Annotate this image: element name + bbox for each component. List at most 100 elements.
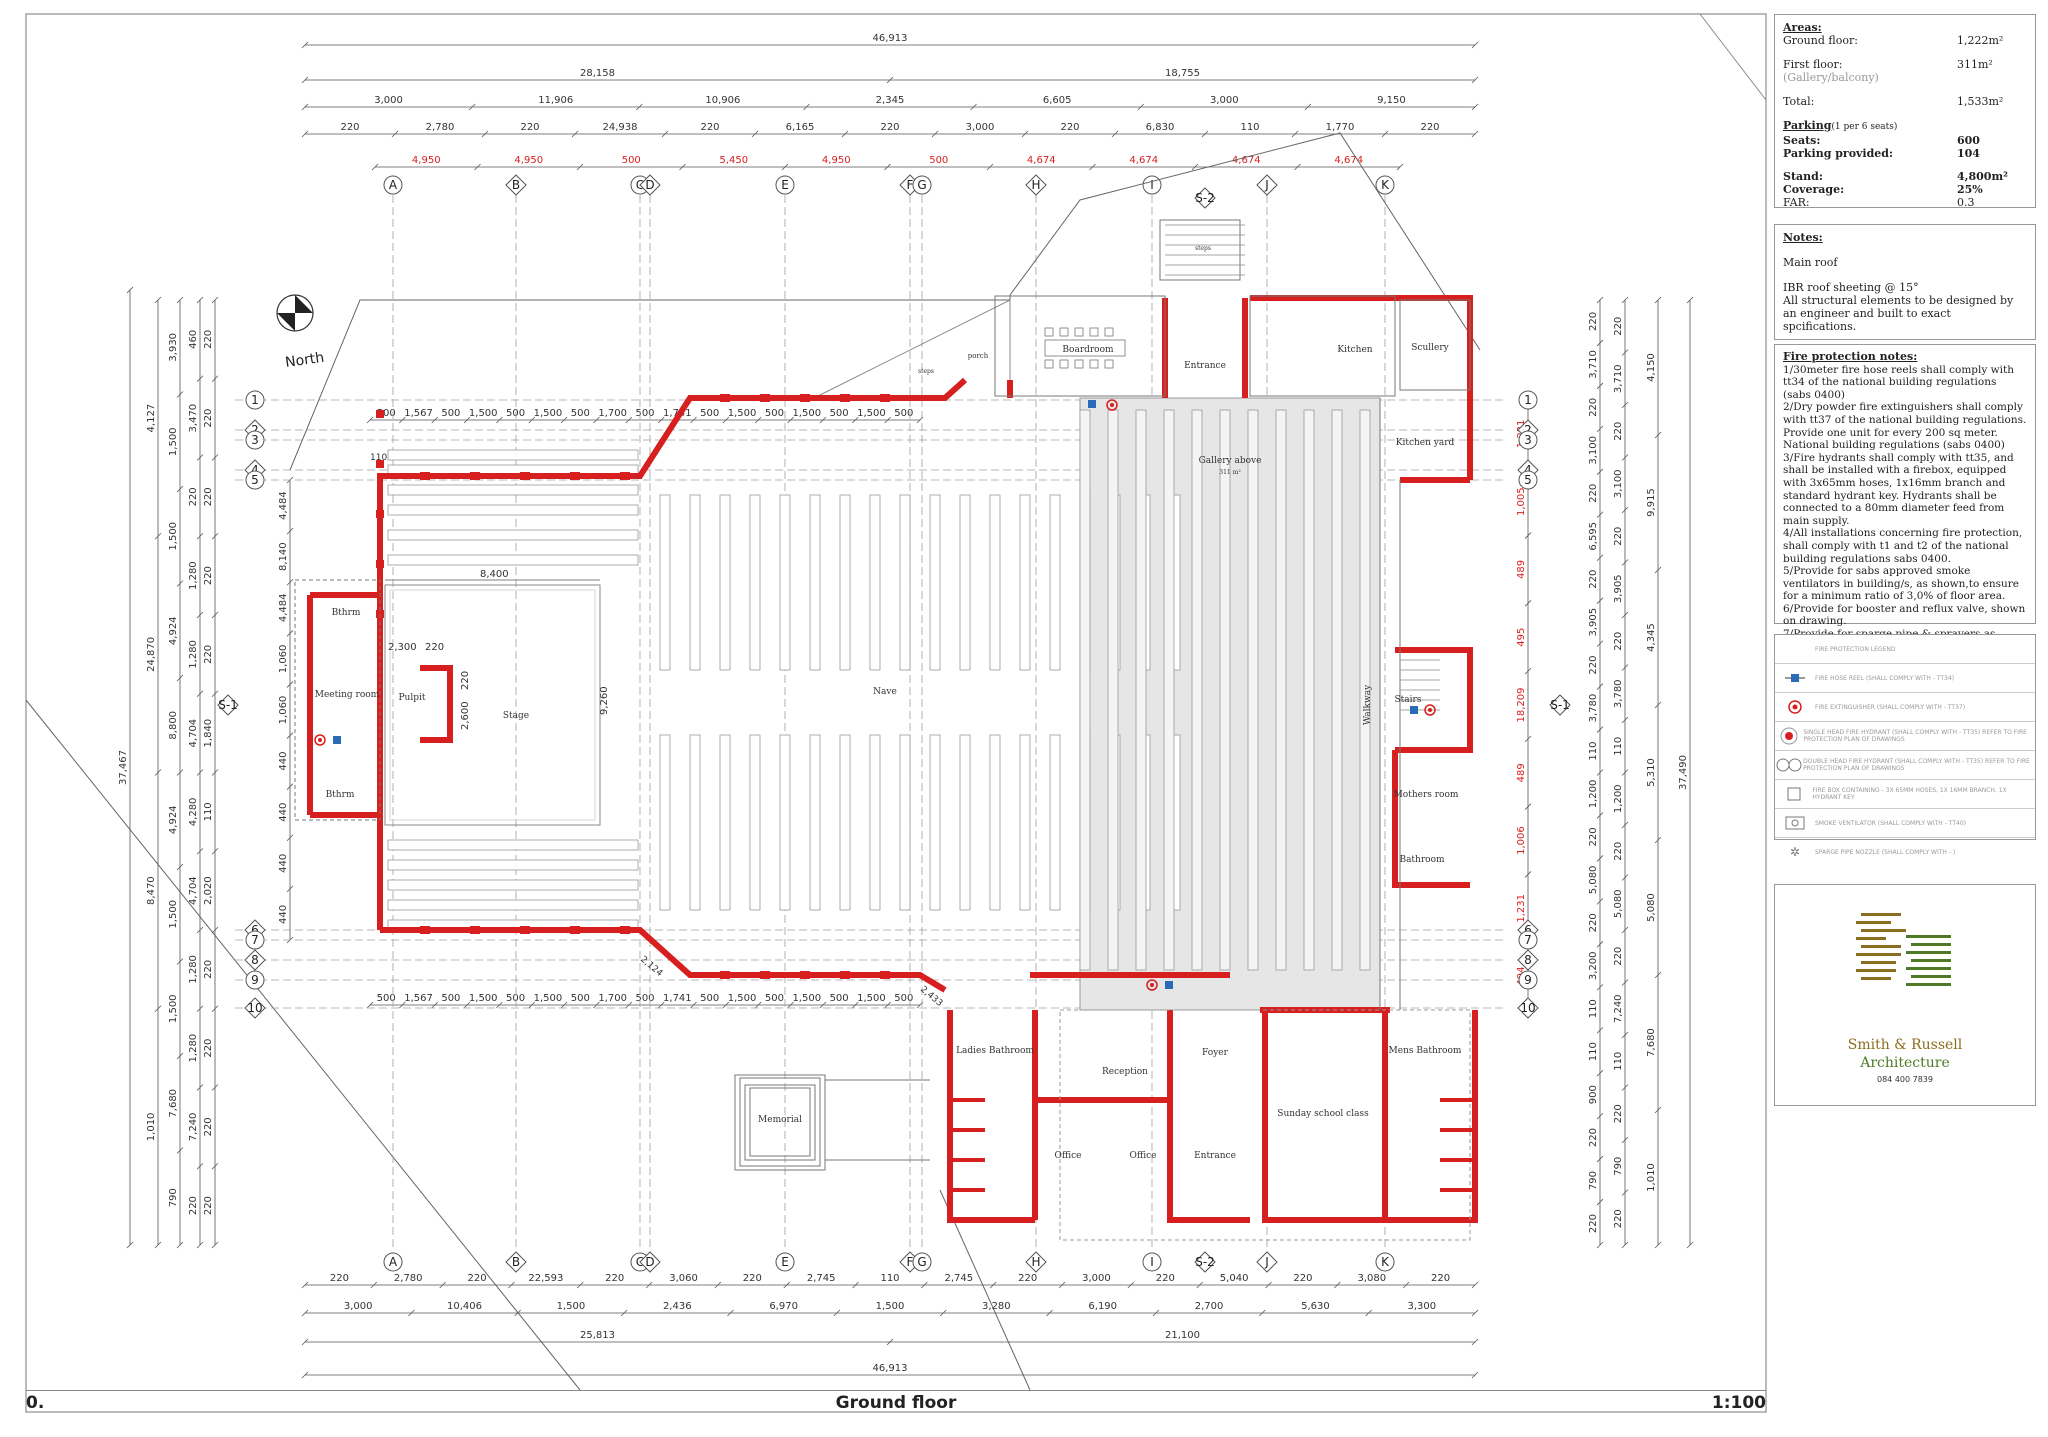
- pew: [1019, 494, 1031, 671]
- dimension-label: 220: [1588, 312, 1599, 331]
- pew: [779, 734, 791, 911]
- dimension-tick: [126, 286, 134, 294]
- dimension-label: 500: [506, 408, 525, 419]
- grid-bubble: S-1: [1549, 694, 1571, 716]
- dimension-label: 220: [340, 122, 359, 133]
- grid-label: 2: [1524, 423, 1532, 437]
- dimension-label: 1,231: [1516, 894, 1527, 923]
- stand-value: 4,800m²: [1957, 170, 2008, 183]
- dimension-tick: [833, 1309, 841, 1317]
- sparge-nozzle-icon: ✲: [1789, 845, 1801, 859]
- dimension-label: 6,190: [1088, 1301, 1117, 1312]
- dimension-label: 220: [203, 1117, 214, 1136]
- dimension-tick: [727, 1309, 734, 1317]
- dimension-tick: [1621, 454, 1629, 461]
- far-value: 0.3: [1957, 196, 1975, 209]
- dimension-tick: [1365, 1309, 1372, 1317]
- dimension-tick: [431, 1001, 438, 1009]
- dimension-tick: [1621, 1241, 1629, 1249]
- dimension-label: 1,060: [278, 696, 289, 725]
- hose-reel-icon: [1088, 400, 1096, 408]
- dimension-tick: [286, 885, 294, 893]
- dimension-label: 1,500: [534, 408, 563, 419]
- dimension-tick: [1621, 1189, 1629, 1196]
- dim-110: 110: [370, 453, 387, 463]
- room-label-office-1: Office: [1054, 1151, 1081, 1161]
- dimension-label: 7,240: [1613, 994, 1624, 1023]
- dimension-tick: [560, 416, 568, 424]
- dimension-tick: [661, 130, 669, 138]
- dimension-label: 220: [1431, 1273, 1450, 1284]
- notes-heading: Notes:: [1783, 231, 1823, 244]
- room-label-steps-porch: steps: [918, 368, 934, 375]
- dimension-tick: [1396, 163, 1404, 171]
- dimension-tick: [1381, 130, 1389, 138]
- dimension-label: 4,950: [412, 155, 441, 166]
- dimension-tick: [714, 1281, 722, 1289]
- legend-text: FIRE EXTINGUISHER (SHALL COMPLY WITH - T…: [1815, 703, 1966, 711]
- grid-label: 6: [251, 923, 259, 937]
- dimension-tick: [1127, 1281, 1135, 1289]
- room-label-scullery: Scullery: [1411, 343, 1449, 353]
- dimension-label: 220: [203, 1039, 214, 1058]
- dimension-tick: [301, 1281, 309, 1289]
- dimension-tick: [645, 1281, 653, 1289]
- sheet-number: 0.: [26, 1393, 45, 1413]
- dimension-tick: [1524, 600, 1532, 607]
- dimension-tick: [1402, 1281, 1410, 1289]
- dimension-label: 220: [1588, 913, 1599, 932]
- dimension-label: 5,080: [1588, 866, 1599, 895]
- pew: [749, 734, 761, 911]
- frame-diagonal-left: [25, 699, 581, 1391]
- grid-bubble: J: [1256, 174, 1278, 196]
- dimension-tick: [1258, 1309, 1266, 1317]
- dimension-label: 220: [1420, 122, 1439, 133]
- dimension-tick: [783, 1281, 791, 1289]
- dimension-label: 4,345: [1646, 623, 1657, 652]
- dimension-tick: [211, 296, 219, 304]
- dimension-tick: [852, 1001, 859, 1009]
- dimension-label: 1,567: [404, 993, 433, 1004]
- room-label-bthrm-bottom: Bthrm: [326, 790, 355, 800]
- dimension-tick: [1654, 971, 1662, 979]
- dimension-tick: [819, 1001, 827, 1009]
- dimension-tick: [176, 485, 184, 493]
- dimension-label: 6,970: [769, 1301, 798, 1312]
- dimension-label: 1,500: [857, 993, 886, 1004]
- dimension-label: 6,595: [1588, 522, 1599, 551]
- dimension-label: 440: [278, 854, 289, 873]
- dimension-label: 220: [468, 1273, 487, 1284]
- dimension-label: 4,674: [1129, 155, 1158, 166]
- grid-bubble: K: [1375, 1252, 1395, 1272]
- pew: [779, 494, 791, 671]
- provided-label: Parking provided:: [1783, 147, 1894, 160]
- dimension-tick: [1596, 983, 1604, 991]
- stand-label: Stand:: [1783, 170, 1823, 183]
- dimension-tick: [1596, 812, 1604, 819]
- dimension-label: 28,158: [580, 68, 615, 79]
- pew: [959, 734, 971, 911]
- areas-heading: Areas:: [1783, 21, 1822, 34]
- dimension-label: 1,700: [598, 408, 627, 419]
- double-hydrant-icon: [1776, 758, 1802, 772]
- dimension-tick: [1621, 1031, 1629, 1039]
- room-label-mothers: Mothers room: [1394, 790, 1459, 800]
- grid-label: J: [1264, 178, 1269, 192]
- dimension-tick: [751, 130, 759, 138]
- dimension-tick: [176, 863, 184, 871]
- firm-panel: Smith & Russell Architecture 084 400 783…: [1774, 884, 2036, 1106]
- seats-value: 600: [1957, 134, 1980, 147]
- dimension-label: 4,127: [146, 404, 157, 433]
- dimension-tick: [154, 1241, 162, 1249]
- grid-label: 3: [1524, 433, 1532, 447]
- dimension-label: 110: [1588, 999, 1599, 1018]
- pew: [869, 494, 881, 671]
- dimension-tick: [370, 1281, 378, 1289]
- dimension-label: 2,780: [394, 1273, 423, 1284]
- legend-row: SMOKE VENTILATOR (SHALL COMPLY WITH - TT…: [1775, 809, 2035, 838]
- gallery-pew: [1247, 409, 1259, 971]
- gallery-pew: [1275, 409, 1287, 971]
- dimension-label: 3,000: [1210, 95, 1239, 106]
- dimension-tick: [1621, 664, 1629, 671]
- dimension-label: 790: [1613, 1157, 1624, 1176]
